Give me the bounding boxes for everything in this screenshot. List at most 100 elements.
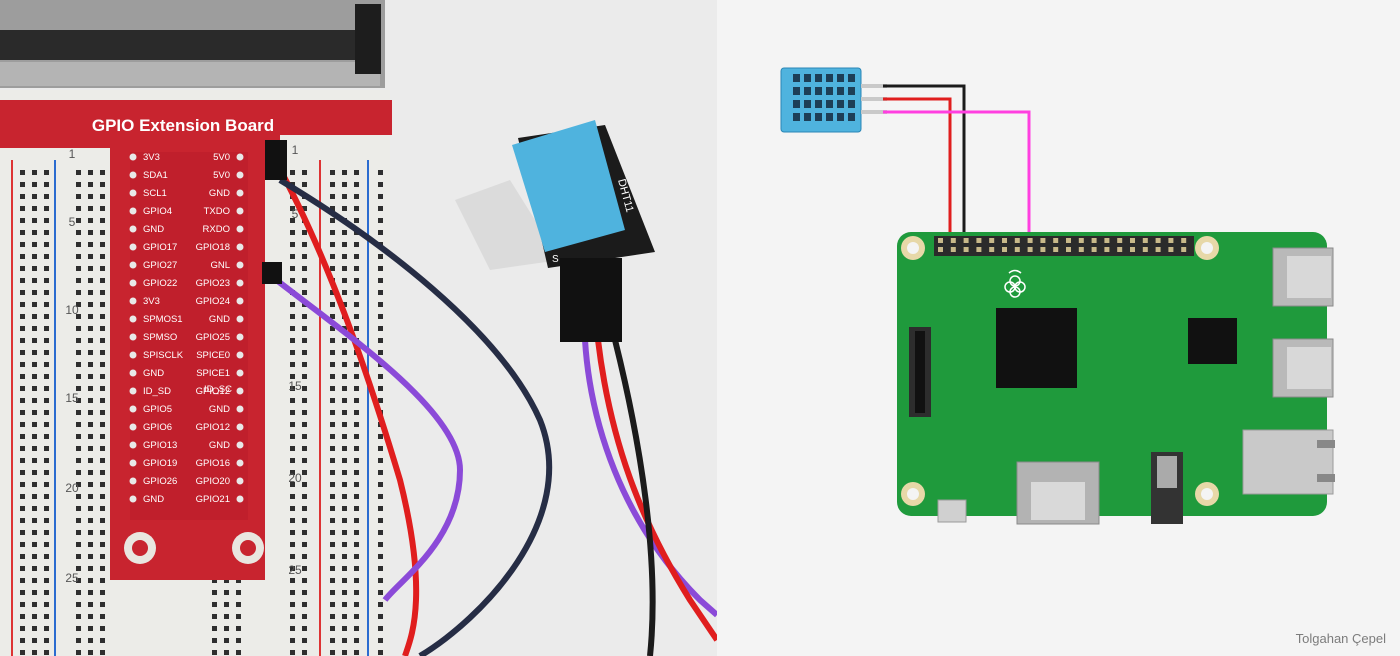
pin-pad-left <box>129 351 137 359</box>
breadboard-hole <box>212 650 217 655</box>
breadboard-hole <box>44 578 49 583</box>
breadboard-hole <box>88 614 93 619</box>
breadboard-hole <box>44 182 49 187</box>
gpio-pin <box>950 247 956 252</box>
breadboard-hole <box>88 314 93 319</box>
row-number-left: 10 <box>65 303 79 317</box>
gpio-pin <box>1091 247 1097 252</box>
breadboard-hole <box>100 626 105 631</box>
gpio-pin <box>1142 247 1148 252</box>
breadboard-hole <box>76 578 81 583</box>
pin-pad-left <box>129 171 137 179</box>
breadboard-hole <box>378 566 383 571</box>
breadboard-hole <box>290 518 295 523</box>
breadboard-hole <box>88 542 93 547</box>
breadboard-hole <box>224 638 229 643</box>
pin-pad-right <box>236 261 244 269</box>
sensor-vent <box>815 87 822 95</box>
gpio-pin <box>1117 247 1123 252</box>
breadboard-hole <box>378 446 383 451</box>
breadboard-hole <box>32 338 37 343</box>
micro-usb-port <box>937 499 967 523</box>
breadboard-hole <box>76 218 81 223</box>
breadboard-hole <box>76 302 81 307</box>
breadboard-hole <box>302 434 307 439</box>
pin-pad-right <box>236 333 244 341</box>
breadboard-hole <box>32 398 37 403</box>
author-credit: Tolgahan Çepel <box>1295 631 1386 646</box>
breadboard-hole <box>44 314 49 319</box>
breadboard-hole <box>32 458 37 463</box>
pin-label-right: GPIO12 <box>196 386 230 397</box>
breadboard-hole <box>354 362 359 367</box>
pin-pad-left <box>129 459 137 467</box>
breadboard-hole <box>76 638 81 643</box>
wiring-diagram <box>717 0 1400 656</box>
row-number-left: 25 <box>65 571 79 585</box>
breadboard-hole <box>290 170 295 175</box>
breadboard-hole <box>330 374 335 379</box>
breadboard-hole <box>342 170 347 175</box>
pin-label-right: SPICE1 <box>196 368 230 379</box>
breadboard-hole <box>32 302 37 307</box>
breadboard-hole <box>330 242 335 247</box>
breadboard-hole <box>378 206 383 211</box>
breadboard-hole <box>44 362 49 367</box>
breadboard-hole <box>44 614 49 619</box>
sensor-shadow <box>455 180 560 270</box>
breadboard-hole <box>330 326 335 331</box>
breadboard-hole <box>330 650 335 655</box>
breadboard-hole <box>100 266 105 271</box>
pin-label-id-sc: ID_SC <box>204 384 232 395</box>
gpio-pin <box>1142 238 1148 243</box>
breadboard-hole <box>354 242 359 247</box>
breadboard-hole <box>378 218 383 223</box>
breadboard-hole <box>32 230 37 235</box>
gpio-pin <box>1168 238 1174 243</box>
breadboard-hole <box>20 170 25 175</box>
ethernet-port <box>1242 429 1334 495</box>
sensor-vent <box>793 113 800 121</box>
breadboard-hole <box>32 278 37 283</box>
breadboard-hole <box>32 206 37 211</box>
pin-pad-right <box>236 423 244 431</box>
breadboard-hole <box>44 206 49 211</box>
breadboard-hole <box>44 434 49 439</box>
breadboard-hole <box>20 326 25 331</box>
breadboard-hole <box>378 266 383 271</box>
pin-pad-left <box>129 225 137 233</box>
breadboard-hole <box>342 554 347 559</box>
breadboard-hole <box>290 386 295 391</box>
breadboard-hole <box>100 242 105 247</box>
breadboard-hole <box>236 602 241 607</box>
breadboard-hole <box>100 458 105 463</box>
breadboard-hole <box>32 494 37 499</box>
breadboard-hole <box>290 362 295 367</box>
breadboard-hole <box>224 602 229 607</box>
breadboard-hole <box>88 482 93 487</box>
breadboard-hole <box>20 506 25 511</box>
pin-label-left: GPIO26 <box>143 476 177 487</box>
breadboard-hole <box>88 626 93 631</box>
breadboard-hole <box>354 542 359 547</box>
sensor-vent <box>837 100 844 108</box>
breadboard-hole <box>354 278 359 283</box>
breadboard-hole <box>88 398 93 403</box>
breadboard-hole <box>302 266 307 271</box>
pin-pad-left <box>129 153 137 161</box>
breadboard-hole <box>32 506 37 511</box>
breadboard-hole <box>100 434 105 439</box>
sensor-grid <box>793 74 855 121</box>
breadboard-hole <box>76 182 81 187</box>
breadboard-hole <box>378 314 383 319</box>
breadboard-hole <box>32 566 37 571</box>
breadboard-hole <box>20 434 25 439</box>
breadboard-hole <box>76 374 81 379</box>
breadboard-hole <box>342 254 347 259</box>
breadboard-hole <box>342 242 347 247</box>
gpio-pin <box>1014 238 1020 243</box>
breadboard-hole <box>20 458 25 463</box>
breadboard-hole <box>100 638 105 643</box>
pin-label-left: SPMSO <box>143 332 177 343</box>
